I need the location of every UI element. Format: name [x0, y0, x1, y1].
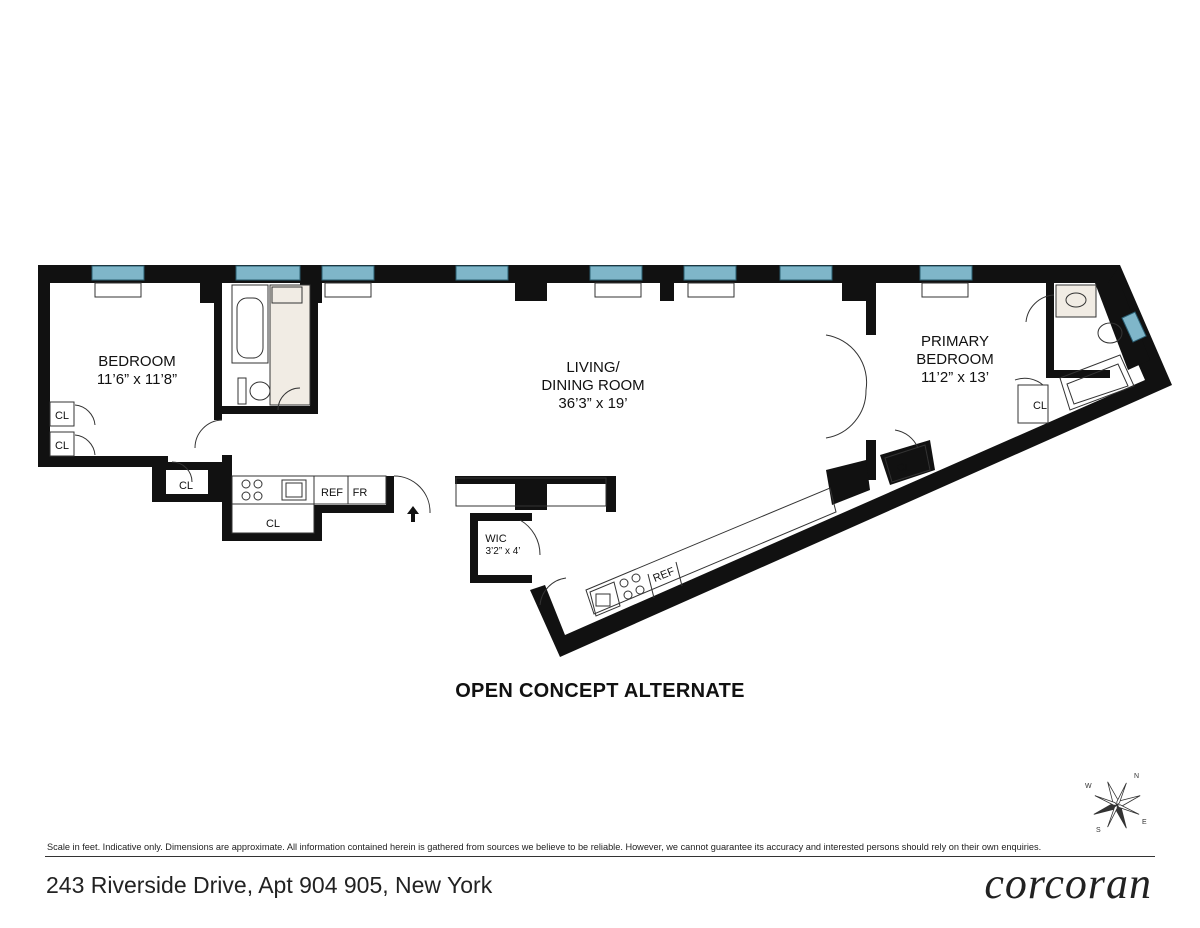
closet-label-1: CL [55, 410, 69, 422]
primary-name-2: BEDROOM [916, 351, 994, 368]
divider-line [45, 856, 1155, 857]
compass-w: W [1085, 783, 1092, 790]
plan-title: OPEN CONCEPT ALTERNATE [455, 680, 745, 702]
ref-label-1: REF [321, 487, 343, 499]
kitchen-strip [231, 475, 607, 507]
doors [74, 294, 1055, 606]
living-dims: 36’3” x 19’ [558, 395, 627, 412]
bedroom-dims: 11’6” x 11’8” [97, 371, 177, 388]
entry-arrow-icon [407, 506, 419, 522]
radiators [94, 282, 969, 298]
brand-logo: corcoran [984, 859, 1152, 908]
primary-name-1: PRIMARY [921, 333, 989, 350]
bathroom-primary [1055, 284, 1135, 411]
primary-dims: 11’2” x 13’ [921, 369, 989, 386]
closet-label-6: CL [897, 462, 911, 474]
compass-s: S [1096, 827, 1101, 834]
windows [91, 265, 1147, 343]
bedroom-name: BEDROOM [98, 353, 176, 370]
closet-label-2: CL [55, 440, 69, 452]
disclaimer-text: Scale in feet. Indicative only. Dimensio… [47, 842, 1042, 852]
ref-label-2: REF [651, 565, 676, 584]
property-address: 243 Riverside Drive, Apt 904 905, New Yo… [46, 872, 493, 898]
interior-walls [152, 283, 1110, 583]
compass-rose-icon: N W E S [1085, 773, 1147, 834]
compass-e: E [1142, 819, 1147, 826]
bathroom-left [231, 284, 311, 406]
closet-label-4: CL [266, 518, 280, 530]
closet-label-5: CL [1033, 400, 1047, 412]
fr-label: FR [353, 487, 368, 499]
wic-name: WIC [485, 533, 506, 545]
living-name-1: LIVING/ [566, 359, 620, 376]
living-name-2: DINING ROOM [541, 377, 644, 394]
kitchen-diagonal [585, 487, 837, 617]
closet-label-3: CL [179, 480, 193, 492]
exterior-walls [38, 265, 1172, 657]
compass-n: N [1134, 773, 1139, 780]
wic-dims: 3’2” x 4’ [485, 546, 520, 557]
